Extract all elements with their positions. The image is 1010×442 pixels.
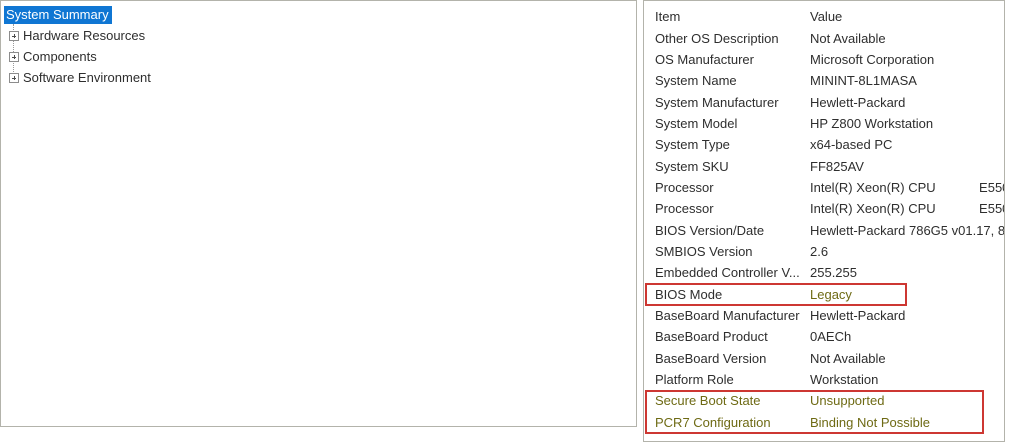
value-cell: Not Available [810,350,886,366]
tree-item-software-environment[interactable]: Software Environment [9,67,636,88]
detail-row-pcr7-configuration[interactable]: PCR7 Configuration Binding Not Possible [644,412,1004,433]
tree-item-label: Hardware Resources [23,28,146,43]
column-header-item[interactable]: Item [655,9,681,25]
expand-plus-icon[interactable] [9,30,19,41]
item-cell: OS Manufacturer [655,51,754,67]
value-cell: Unsupported [810,393,885,409]
selected-tree-item-label: System Summary [4,5,112,24]
item-cell: SMBIOS Version [655,243,753,259]
item-cell: Embedded Controller V... [655,265,800,281]
value-cell: Hewlett-Packard 786G5 v01.17, 8/ [810,222,1004,238]
tree-item-label: Software Environment [23,70,151,85]
detail-row-baseboard-version[interactable]: BaseBoard Version Not Available [644,348,1004,369]
value-cell: x64-based PC [810,137,893,153]
item-cell: BIOS Version/Date [655,222,765,238]
value-cell: Microsoft Corporation [810,51,935,67]
value-cell: Workstation [810,372,879,388]
item-cell: BaseBoard Manufacturer [655,307,800,323]
detail-row-system-sku[interactable]: System SKU FF825AV [644,155,1004,176]
item-cell: System Name [655,73,737,89]
item-cell: Secure Boot State [655,393,761,409]
value-cell: HP Z800 Workstation [810,115,934,131]
detail-row-embedded-controller-v-[interactable]: Embedded Controller V... 255.255 [644,262,1004,283]
detail-row-baseboard-manufacturer[interactable]: BaseBoard Manufacturer Hewlett-Packard [644,305,1004,326]
value-cell: Legacy [810,286,852,302]
value-cell: Intel(R) Xeon(R) CPU E5506 [810,179,1004,195]
value-cell: 255.255 [810,265,857,281]
value-cell: Binding Not Possible [810,414,930,430]
detail-row-bios-mode[interactable]: BIOS Mode Legacy [644,283,1004,304]
item-cell: BaseBoard Product [655,329,768,345]
value-cell: Intel(R) Xeon(R) CPU E5506 [810,201,1004,217]
detail-row-os-manufacturer[interactable]: OS Manufacturer Microsoft Corporation [644,49,1004,70]
item-cell: System SKU [655,158,729,174]
detail-row-smbios-version[interactable]: SMBIOS Version 2.6 [644,241,1004,262]
item-cell: BIOS Mode [655,286,723,302]
tree-item-system-summary[interactable]: System Summary [3,4,636,25]
value-cell: Hewlett-Packard [810,307,906,323]
item-cell: System Manufacturer [655,94,779,110]
tree-item-hardware-resources[interactable]: Hardware Resources [9,25,636,46]
detail-row-platform-role[interactable]: Platform Role Workstation [644,369,1004,390]
value-cell: 0AECh [810,329,852,345]
item-cell: Processor [655,179,714,195]
item-cell: Processor [655,201,714,217]
item-cell: Platform Role [655,372,734,388]
tree-item-components[interactable]: Components [9,46,636,67]
expand-plus-icon[interactable] [9,72,19,83]
detail-row-baseboard-product[interactable]: BaseBoard Product 0AECh [644,326,1004,347]
detail-row-secure-boot-state[interactable]: Secure Boot State Unsupported [644,390,1004,411]
detail-row-system-type[interactable]: System Type x64-based PC [644,134,1004,155]
item-cell: BaseBoard Version [655,350,767,366]
value-cell: Hewlett-Packard [810,94,906,110]
detail-row-processor[interactable]: Processor Intel(R) Xeon(R) CPU E5506 [644,177,1004,198]
item-cell: PCR7 Configuration [655,414,771,430]
item-cell: Other OS Description [655,30,779,46]
value-cell: FF825AV [810,158,864,174]
value-cell: 2.6 [810,243,829,259]
detail-row-processor[interactable]: Processor Intel(R) Xeon(R) CPU E5506 [644,198,1004,219]
value-cell: MININT-8L1MASA [810,73,917,89]
detail-row-system-manufacturer[interactable]: System Manufacturer Hewlett-Packard [644,91,1004,112]
detail-row-bios-version-date[interactable]: BIOS Version/Date Hewlett-Packard 786G5 v… [644,219,1004,240]
value-cell: Not Available [810,30,886,46]
tree-item-label: Components [23,49,97,64]
detail-row-system-model[interactable]: System Model HP Z800 Workstation [644,113,1004,134]
detail-row-system-name[interactable]: System Name MININT-8L1MASA [644,70,1004,91]
expand-plus-icon[interactable] [9,51,19,62]
list-header-row: Item Value [644,6,1004,27]
item-cell: System Model [655,115,738,131]
item-cell: System Type [655,137,730,153]
detail-row-other-os-description[interactable]: Other OS Description Not Available [644,27,1004,48]
column-header-value[interactable]: Value [810,9,843,25]
